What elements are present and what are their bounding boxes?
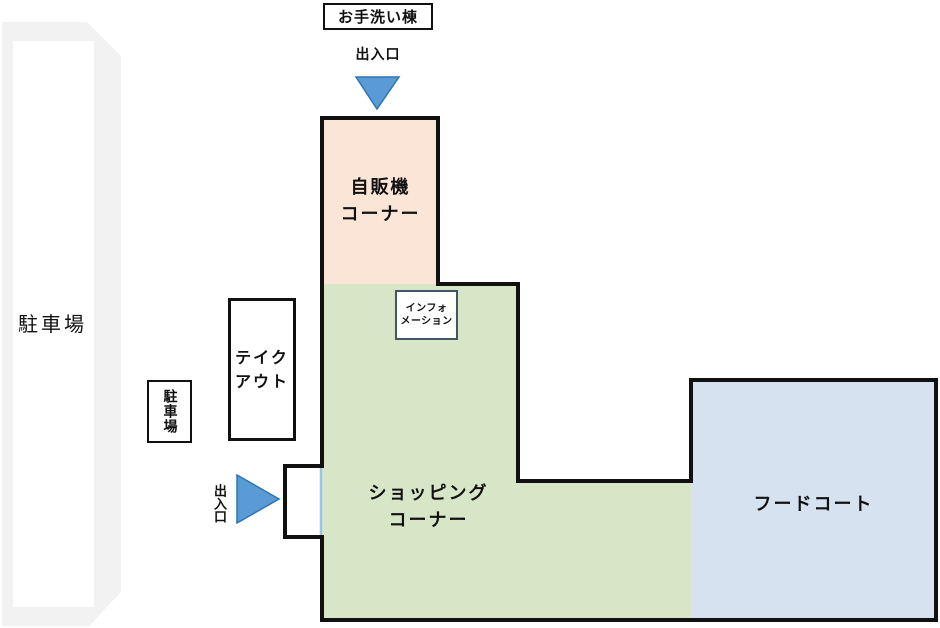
parking-road-interior — [13, 41, 94, 607]
restroom-building-sign: お手洗い棟 — [323, 3, 433, 30]
takeout-booth: テイク アウト — [228, 298, 296, 441]
information-booth: インフォ メーション — [395, 290, 458, 340]
information-label-line1: インフォ — [405, 303, 448, 314]
left-entrance-label: 出入口 — [211, 483, 226, 523]
vending-corner-label: 自販機 コーナー — [322, 174, 439, 228]
information-label-line2: メーション — [400, 316, 453, 327]
parking-area-label: 駐車場 — [18, 312, 87, 336]
restroom-building-label: お手洗い棟 — [337, 8, 418, 26]
vending-corner-label-line2: コーナー — [340, 204, 421, 225]
top-entrance-arrow-icon — [354, 76, 401, 111]
food-court-area — [691, 380, 936, 620]
shopping-corner-label-line2: コーナー — [388, 510, 469, 531]
food-court-label: フードコート — [753, 494, 874, 515]
shopping-corner-label-line1: ショッピング — [368, 483, 489, 504]
building-outline — [283, 116, 938, 622]
top-entrance-label: 出入口 — [355, 47, 401, 63]
takeout-label-line1: テイク — [235, 347, 289, 367]
shopping-corner-area — [322, 284, 691, 620]
vending-corner-area — [322, 118, 438, 285]
parking-sign-label: 駐車場 — [161, 389, 178, 434]
takeout-label-line2: アウト — [234, 371, 289, 391]
left-entrance-arrow-icon — [236, 473, 281, 525]
vending-corner-label-line1: 自販機 — [350, 177, 411, 198]
parking-sign-box: 駐車場 — [147, 380, 192, 443]
shopping-corner-label: ショッピング コーナー — [340, 480, 517, 534]
